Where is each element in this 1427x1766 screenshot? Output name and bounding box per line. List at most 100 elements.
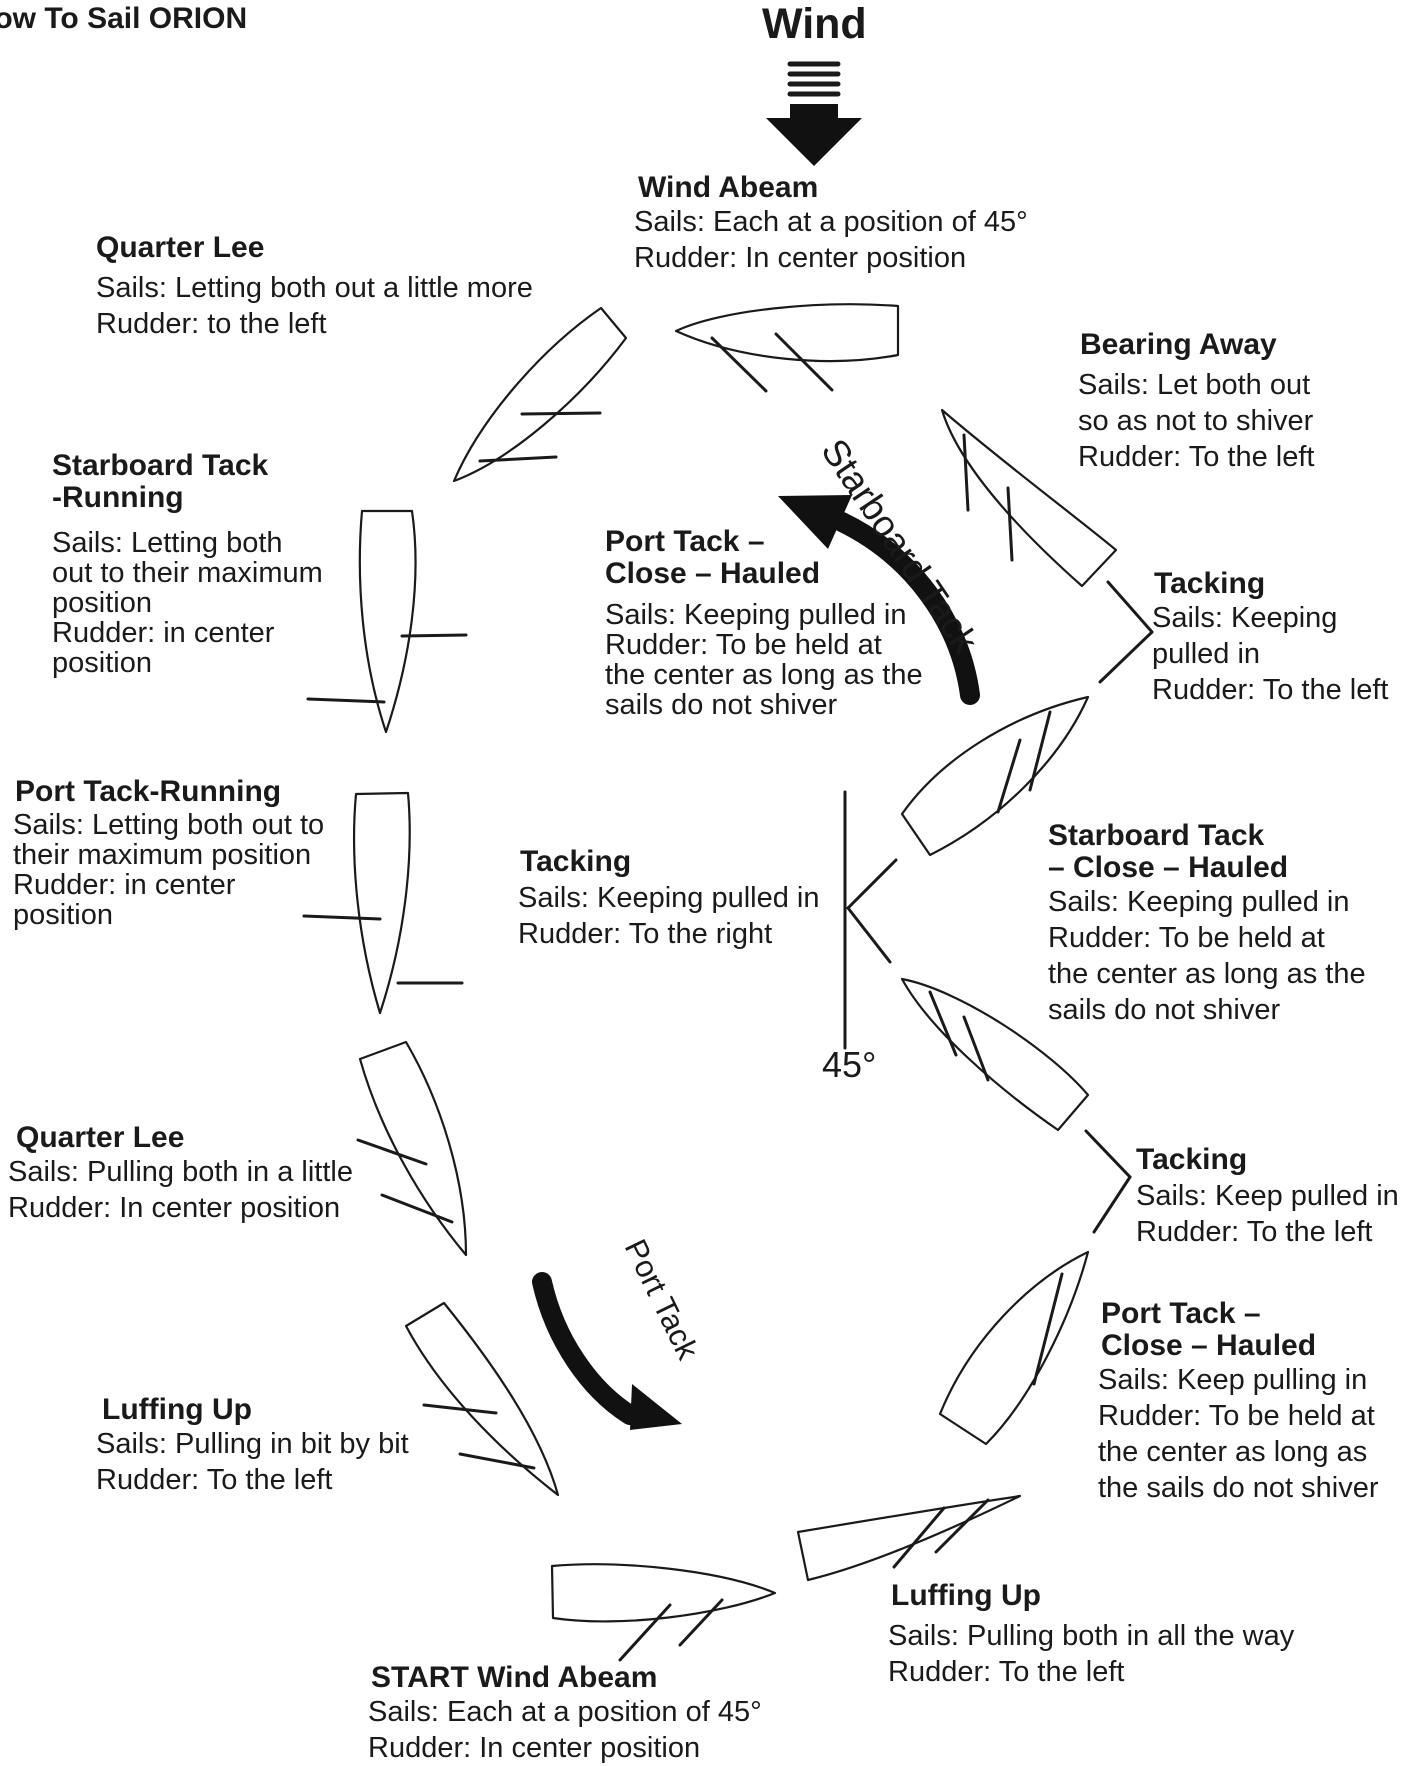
label-rudder-cont: the center as long as: [1098, 1436, 1368, 1468]
label-rudder: Rudder: To be held at: [605, 629, 882, 661]
boat-port-close-hauled: [938, 1250, 1090, 1446]
label-title: Quarter Lee: [16, 1121, 185, 1154]
boat-luffing-up-right: [796, 1494, 1022, 1582]
label-rudder: Rudder: To the left: [1152, 674, 1389, 706]
label-sails: Sails: Keeping pulled in: [605, 599, 907, 631]
angle-reference: [843, 790, 898, 1050]
label-sails: Sails: Each at a position of 45°: [368, 1696, 762, 1728]
label-starboard-close-hauled: Starboard Tack – Close – Hauled Sails: K…: [1048, 820, 1366, 1028]
wind-label: Wind: [762, 0, 867, 48]
label-rudder-cont: the sails do not shiver: [1098, 1472, 1379, 1504]
label-sails: Sails: Letting both: [52, 527, 283, 559]
label-title: START Wind Abeam: [371, 1661, 658, 1694]
label-sails: Sails: Letting both out to: [13, 809, 325, 841]
label-rudder: Rudder: in center: [52, 617, 275, 649]
label-sails: Sails: Letting both out a little more: [96, 272, 533, 304]
boat-bearing-away: [940, 408, 1118, 588]
label-rudder-cont: the center as long as the: [605, 659, 923, 691]
label-port-close-hauled-outer: Port Tack – Close – Hauled Sails: Keep p…: [1098, 1298, 1378, 1506]
wind-arrow-icon: [766, 61, 862, 166]
boat-close-hauled-lower: [900, 977, 1090, 1132]
label-title: Tacking: [520, 845, 632, 878]
label-rudder: Rudder: To the left: [96, 1464, 333, 1496]
label-bearing-away: Bearing Away Sails: Let both out so as n…: [1078, 329, 1314, 475]
starboard-tack-arrow-icon: [778, 495, 980, 705]
label-rudder-cont: position: [52, 647, 152, 679]
boat-luffing-up-left: [404, 1301, 560, 1497]
label-title-cont: – Close – Hauled: [1048, 851, 1289, 884]
label-sails-cont: pulled in: [1152, 638, 1261, 670]
label-tacking-upper: Tacking Sails: Keeping pulled in Rudder:…: [1152, 568, 1388, 708]
label-title-cont: Close – Hauled: [1101, 1329, 1317, 1362]
label-sails: Sails: Keeping pulled in: [1048, 886, 1350, 918]
angle-label: 45°: [822, 1044, 877, 1085]
boat-start-wind-abeam: [550, 1563, 777, 1662]
label-rudder: Rudder: To the right: [518, 918, 773, 950]
label-rudder: Rudder: To the left: [1136, 1216, 1373, 1248]
label-sails: Sails: Pulling both in all the way: [888, 1620, 1295, 1652]
port-tack-arrow-label: Port Tack: [618, 1234, 706, 1365]
label-rudder: Rudder: In center position: [368, 1732, 701, 1764]
label-rudder-cont: the center as long as the: [1048, 958, 1366, 990]
label-title: Starboard Tack: [1048, 819, 1265, 852]
label-rudder: Rudder: To be held at: [1048, 922, 1325, 954]
label-sails: Sails: Pulling in bit by bit: [96, 1428, 409, 1460]
label-title: Wind Abeam: [638, 171, 819, 204]
boat-port-running: [302, 791, 464, 1015]
label-rudder: Rudder: To be held at: [1098, 1400, 1375, 1432]
label-tacking-center: Tacking Sails: Keeping pulled in Rudder:…: [518, 846, 819, 952]
label-starboard-running: Starboard Tack -Running Sails: Letting b…: [52, 449, 323, 679]
label-title: Tacking: [1154, 567, 1266, 600]
label-sails: Sails: Let both out: [1078, 369, 1311, 401]
page-title: low To Sail ORION: [0, 2, 248, 35]
label-port-close-hauled-inner: Port Tack – Close – Hauled Sails: Keepin…: [605, 525, 923, 721]
label-quarter-lee-bottom: Quarter Lee Sails: Pulling both in a lit…: [8, 1122, 353, 1226]
label-title: Tacking: [1136, 1143, 1248, 1176]
label-wind-abeam: Wind Abeam Sails: Each at a position of …: [634, 172, 1028, 276]
label-sails: Sails: Pulling both in a little: [8, 1156, 353, 1188]
boat-starboard-running: [306, 509, 468, 734]
boat-wind-abeam: [674, 303, 900, 393]
label-sails: Sails: Keeping pulled in: [518, 882, 820, 914]
boat-close-hauled-upper: [900, 695, 1090, 857]
label-luffing-up-right: Luffing Up Sails: Pulling both in all th…: [888, 1580, 1294, 1690]
label-rudder: Rudder: To the left: [1078, 441, 1315, 473]
label-sails-cont: out to their maximum: [52, 557, 323, 589]
label-title: Quarter Lee: [96, 231, 265, 264]
tacking-bracket-lower: [1084, 1129, 1132, 1234]
label-rudder-cont: sails do not shiver: [605, 689, 838, 721]
label-rudder-cont: sails do not shiver: [1048, 994, 1281, 1026]
label-title: Luffing Up: [891, 1579, 1041, 1612]
label-title: Port Tack –: [605, 525, 765, 558]
label-sails: Sails: Keep pulling in: [1098, 1364, 1368, 1396]
label-rudder: Rudder: to the left: [96, 308, 327, 340]
label-rudder: Rudder: In center position: [634, 242, 967, 274]
boat-quarter-lee-bottom: [356, 1040, 468, 1257]
label-title: Port Tack-Running: [15, 775, 282, 808]
label-sails-cont: their maximum position: [13, 839, 312, 871]
label-sails: Sails: Each at a position of 45°: [634, 206, 1028, 238]
label-title-cont: Close – Hauled: [605, 557, 821, 590]
label-port-running: Port Tack-Running Sails: Letting both ou…: [13, 775, 325, 931]
label-luffing-up-left: Luffing Up Sails: Pulling in bit by bit …: [96, 1394, 409, 1498]
label-title: Luffing Up: [102, 1393, 252, 1426]
label-title-cont: -Running: [52, 481, 184, 514]
label-rudder-cont: position: [13, 899, 113, 931]
tacking-bracket-upper: [1098, 580, 1154, 684]
label-rudder: Rudder: in center: [13, 869, 236, 901]
label-rudder: Rudder: To the left: [888, 1656, 1125, 1688]
label-title: Bearing Away: [1080, 328, 1277, 361]
label-rudder: Rudder: In center position: [8, 1192, 341, 1224]
label-sails-cont: so as not to shiver: [1078, 405, 1314, 437]
label-title: Starboard Tack: [52, 449, 269, 482]
label-sails: Sails: Keeping: [1152, 602, 1338, 634]
boat-quarter-lee-top: [452, 306, 628, 483]
label-tacking-lower: Tacking Sails: Keep pulled in Rudder: To…: [1136, 1144, 1399, 1250]
label-quarter-lee-top: Quarter Lee Sails: Letting both out a li…: [96, 232, 533, 342]
port-tack-arrow-icon: [532, 1272, 682, 1430]
label-start-wind-abeam: START Wind Abeam Sails: Each at a positi…: [368, 1662, 762, 1766]
label-title: Port Tack –: [1101, 1297, 1261, 1330]
label-sails-cont: position: [52, 587, 152, 619]
label-sails: Sails: Keep pulled in: [1136, 1180, 1399, 1212]
